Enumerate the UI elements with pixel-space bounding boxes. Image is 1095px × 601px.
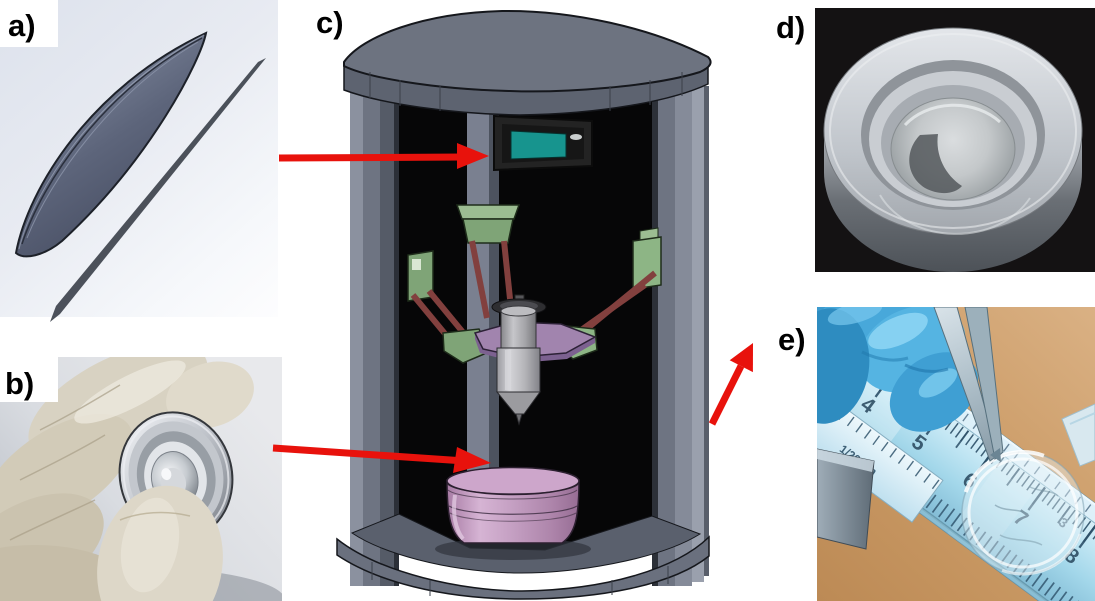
printer-enclosure: [336, 9, 712, 600]
process-arrows: [272, 143, 753, 473]
display-screen: [510, 130, 567, 160]
nozzle-tip: [515, 413, 523, 426]
enclosure-right-wall: [652, 86, 709, 586]
panel-d: d): [776, 8, 1095, 272]
robot-right-carriage: [632, 227, 662, 290]
panel-label-e: e): [778, 322, 806, 357]
panel-label-d: d): [776, 10, 805, 45]
tweezers: [933, 307, 1004, 462]
enclosure-base: [336, 535, 710, 600]
caliper-fixed-jaw: [817, 448, 875, 550]
lens-3d-model: [14, 31, 208, 258]
panel-b-label-box: [0, 356, 58, 402]
printed-lens: [961, 450, 1085, 576]
arrow-lens-to-display: [278, 143, 489, 169]
panel-label-c: c): [316, 5, 344, 40]
display-button: [570, 134, 582, 140]
arrow-mold-to-platform: [272, 444, 491, 473]
latex-glove-hand: [0, 357, 254, 601]
panel-e: 4 5 6 7 8 2 3 10 1/20mm: [792, 307, 1095, 601]
robot-arms: [410, 240, 657, 343]
build-platform: [435, 466, 591, 560]
lens-shadow-streak: [50, 58, 266, 322]
robot-top-carriage: [455, 204, 521, 244]
panel-b: [0, 357, 282, 601]
enclosure-floor: [350, 513, 702, 574]
delta-robot: [407, 204, 662, 426]
panel-label-b: b): [5, 366, 34, 401]
glove-thumb: [97, 485, 223, 601]
caliper-depth-rod: [1061, 403, 1095, 467]
vernier-number-10: 10: [792, 404, 816, 428]
panel-a: a): [0, 0, 278, 322]
mold-with-lens: [823, 27, 1083, 272]
enclosure-left-wall: [350, 86, 399, 586]
panel-a-label-box: [0, 0, 58, 47]
extruder-motor: [491, 294, 547, 349]
extruder-syringe: [495, 347, 541, 426]
panel-c: c): [316, 5, 712, 600]
panel-a-background: [0, 0, 278, 317]
tweezers-tip: [990, 448, 1001, 462]
enclosure-top-cap: [343, 9, 712, 116]
arrow-printer-to-lens: [708, 343, 753, 426]
control-display: [493, 114, 593, 172]
blue-glove: [817, 307, 979, 432]
panel-label-a: a): [8, 8, 36, 43]
